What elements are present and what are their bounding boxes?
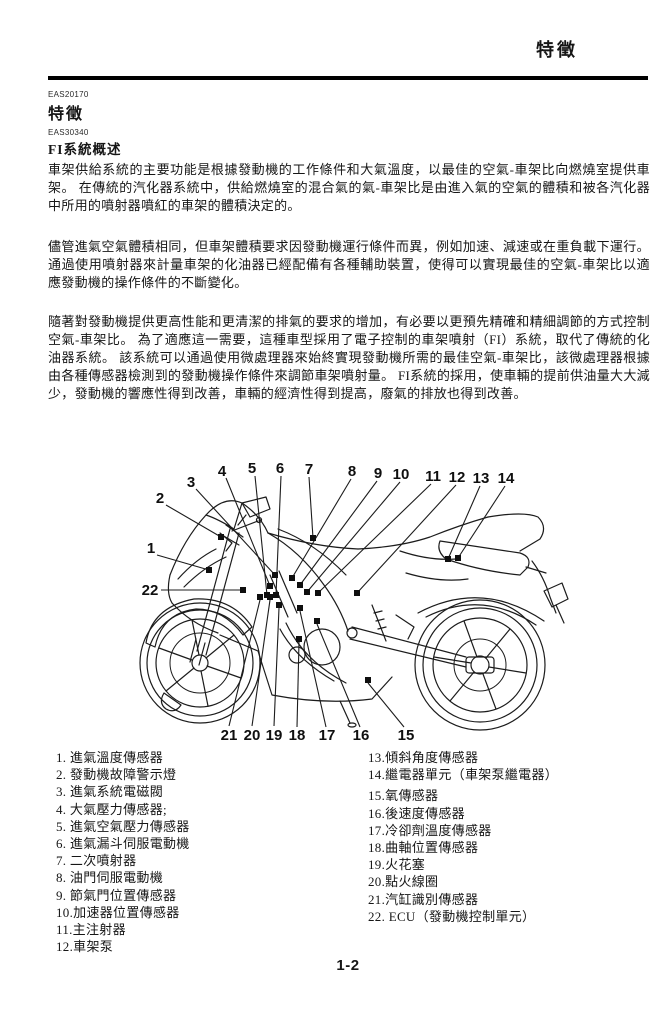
body-paragraph-2: 儘管進氣空氣體積相同，但車架體積要求因發動機運行條件而異，例如加速、減速或在重負… xyxy=(48,239,650,290)
part-list-item: 7. 二次噴射器 xyxy=(56,853,137,869)
part-list-item: 5. 進氣空氣壓力傳感器 xyxy=(56,818,190,834)
part-list-item: 1. 進氣溫度傳感器 xyxy=(56,750,163,765)
tank-and-seat xyxy=(241,502,489,550)
section-title: 特徵 xyxy=(48,106,85,123)
callout-number-14: 14 xyxy=(498,470,515,487)
fi-system-diagram: 1 2 3 4 5 6 7 8 9 10 11 12 13 14 15 16 1… xyxy=(139,460,569,744)
part-list-item: 12.車架泵 xyxy=(56,939,114,955)
part-list-item: 18.曲軸位置傳感器 xyxy=(368,840,479,856)
part-list-item: 11.主注射器 xyxy=(56,922,126,938)
callout-lines xyxy=(156,475,506,728)
front-fork xyxy=(189,524,244,666)
callout-number-3: 3 xyxy=(187,474,195,491)
belly-fairing xyxy=(219,634,393,728)
part-list-item: 8. 油門伺服電動機 xyxy=(56,870,163,886)
callout-number-13: 13 xyxy=(473,470,490,487)
body-paragraph-1: 車架供給系統的主要功能是根據發動機的工作條件和大氣溫度，以最佳的空氣-車架比向燃… xyxy=(48,162,650,213)
callout-number-4: 4 xyxy=(218,463,227,480)
part-list-item: 2. 發動機故障警示燈 xyxy=(56,767,177,783)
callout-number-21: 21 xyxy=(221,727,238,744)
body-paragraph-3: 隨著對發動機提供更高性能和更清潔的排氣的要求的增加，有必要以更預先精確和精細調節… xyxy=(48,314,650,401)
callout-number-18: 18 xyxy=(289,727,306,744)
subsection-title: FI系統概述 xyxy=(48,142,122,157)
callout-number-17: 17 xyxy=(319,727,336,744)
header-rule xyxy=(48,76,648,80)
part-list-item: 19.火花塞 xyxy=(368,857,426,873)
tail-section xyxy=(399,513,545,581)
part-list-item: 9. 節氣門位置傳感器 xyxy=(56,887,177,903)
part-list-item: 15.氧傳感器 xyxy=(368,788,439,804)
callout-number-2: 2 xyxy=(156,490,164,507)
callout-number-19: 19 xyxy=(266,727,283,744)
callout-number-7: 7 xyxy=(305,461,313,478)
callout-number-12: 12 xyxy=(449,469,466,486)
cockpit-and-mirror xyxy=(205,496,271,552)
part-list-item: 14.繼電器單元（車架泵繼電器） xyxy=(368,767,559,783)
page-number: 1-2 xyxy=(336,957,360,974)
parts-list-left: 1. 進氣溫度傳感器 2. 發動機故障警示燈 3. 進氣系統電磁閥 4. 大氣壓… xyxy=(56,749,356,955)
part-list-item: 20.點火線圈 xyxy=(368,874,439,890)
motorcycle-line-art xyxy=(139,496,569,731)
callout-number-6: 6 xyxy=(276,460,284,477)
front-fairing xyxy=(167,514,227,634)
part-list-item: 10.加速器位置傳感器 xyxy=(56,904,180,920)
part-list-item: 17.冷卻劑溫度傳感器 xyxy=(368,822,492,838)
eas-code-1: EAS20170 xyxy=(48,90,89,99)
callout-number-5: 5 xyxy=(248,460,256,477)
callout-number-10: 10 xyxy=(393,466,410,483)
callout-number-9: 9 xyxy=(374,465,382,482)
eas-code-2: EAS30340 xyxy=(48,128,89,137)
part-list-item: 6. 進氣漏斗伺服電動機 xyxy=(56,836,190,852)
swingarm-and-shock xyxy=(346,604,467,668)
part-list-item: 4. 大氣壓力傳感器; xyxy=(56,801,167,817)
part-list-item: 22. ECU（發動機控制單元） xyxy=(368,908,536,924)
callout-number-8: 8 xyxy=(348,463,356,480)
running-header-title: 特徵 xyxy=(536,40,578,60)
callout-markers xyxy=(206,534,461,683)
callout-number-15: 15 xyxy=(398,727,415,744)
callout-number-22: 22 xyxy=(142,582,159,599)
front-fender xyxy=(145,598,253,648)
rear-wheel xyxy=(414,599,546,731)
part-list-item: 16.後速度傳感器 xyxy=(368,805,465,821)
part-list-item: 21.汽缸識別傳感器 xyxy=(368,891,479,907)
callout-number-1: 1 xyxy=(147,540,155,557)
callout-number-11: 11 xyxy=(425,468,441,485)
callout-numbers: 1 2 3 4 5 6 7 8 9 10 11 12 13 14 15 16 1… xyxy=(142,460,515,744)
license-bracket xyxy=(525,560,569,624)
part-list-item: 13.傾斜角度傳感器 xyxy=(368,750,479,765)
callout-number-20: 20 xyxy=(244,727,261,744)
rear-fender xyxy=(417,597,545,626)
part-list-item: 3. 進氣系統電磁閥 xyxy=(56,784,163,800)
callout-number-16: 16 xyxy=(353,727,370,744)
parts-list-right: 13.傾斜角度傳感器 14.繼電器單元（車架泵繼電器） 15.氧傳感器 16.後… xyxy=(368,749,658,925)
